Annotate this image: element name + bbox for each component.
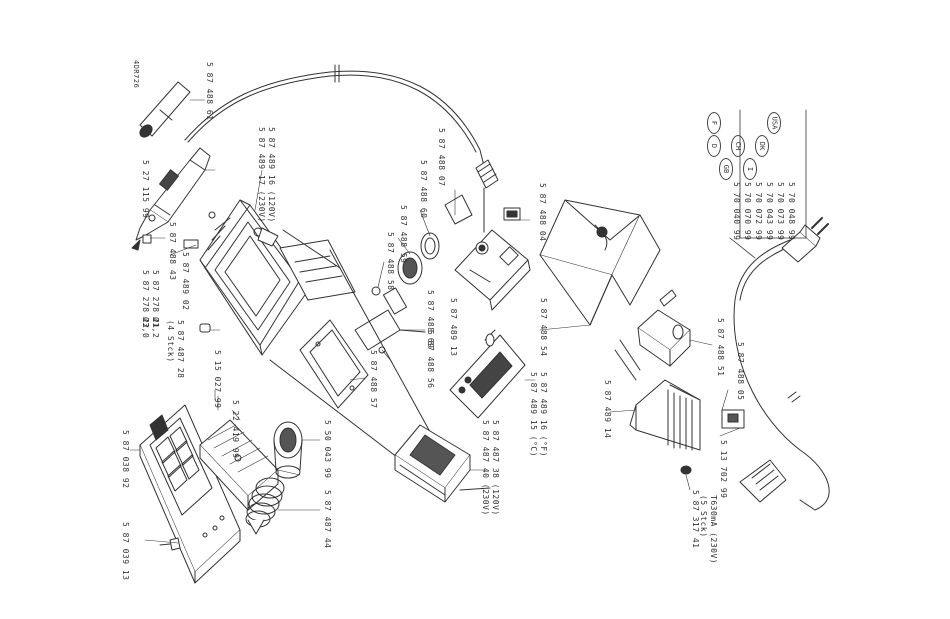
label-tip-stand: 5 15 027 99	[213, 350, 222, 409]
label-fuse-insert: 5 87 317 41	[691, 490, 700, 549]
label-board-f: 5 87 489 16 (°F)	[539, 372, 548, 458]
country-badge-ch: CH	[731, 135, 745, 157]
terminal-block	[629, 379, 701, 451]
power-switch	[503, 207, 521, 221]
label-tip-b-size: Ø1,2	[151, 317, 160, 339]
label-holder-cup: 5 50 043 99	[323, 420, 332, 479]
label-sponge: 5 22 419 99	[231, 400, 240, 459]
country-badge-gb: GB	[719, 158, 733, 180]
drawing-id: 4DR726	[132, 60, 140, 89]
holder-cup	[273, 421, 303, 479]
label-screw: 5 87 488 69	[426, 290, 435, 349]
label-fuse-rating: T630mA (230V)	[709, 495, 718, 565]
appliance-connector	[739, 459, 787, 503]
cable-grommet	[475, 159, 499, 189]
country-badge-i: I	[743, 158, 757, 180]
cleaning-sponge	[199, 419, 279, 511]
label-soldering-iron: 5 27 115 99	[141, 160, 150, 219]
label-tip-a: 5 87 488 43	[168, 222, 177, 281]
cord-number-i: 5 70 043 99	[765, 182, 774, 241]
knob-small	[420, 232, 440, 260]
power-cord	[733, 239, 830, 511]
label-connector: 5 87 489 02	[181, 252, 190, 311]
label-bottom-plate: 5 87 488 57	[369, 350, 378, 409]
label-spring: 5 87 487 44	[323, 490, 332, 549]
circuit-board	[449, 329, 526, 419]
label-feet-qty: (4 Stck)	[166, 320, 175, 363]
cord-number-d: 5 70 040 99	[732, 182, 741, 241]
country-badge-f: F	[707, 112, 721, 134]
country-badge-d: D	[707, 135, 721, 157]
shield-plate	[279, 239, 356, 301]
country-badge-dk: DK	[755, 135, 769, 157]
soldering-iron	[135, 147, 211, 241]
label-transformer-120v: 5 87 487 38 (120V)	[491, 420, 500, 516]
label-knob-cap: 5 87 488 60	[419, 160, 428, 219]
label-tip-c-size: Ø3,0	[141, 317, 150, 339]
label-socket: 5 87 488 51	[716, 318, 725, 377]
label-stand-base: 5 87 038 92	[121, 430, 130, 489]
cord-number-ch: 5 70 072 99	[754, 182, 763, 241]
label-sticker	[444, 194, 473, 225]
cord-number-gb: 5 70 070 99	[743, 182, 752, 241]
label-switch: 5 87 488 04	[538, 183, 547, 242]
cord-number-usa: 5 70 048 99	[787, 182, 796, 241]
label-transformer-230v: 5 87 487 40 (230V)	[481, 420, 490, 516]
label-terminal-block: 5 87 489 14	[603, 380, 612, 439]
label-knob-small: 5 87 488 59	[399, 205, 408, 264]
label-knob-large: 5 87 488 58	[386, 232, 395, 291]
base-housing	[199, 199, 311, 356]
front-panel	[454, 229, 531, 311]
label-board-c: 5 87 489 15 (°C)	[529, 372, 538, 458]
label-base-230v: 5 87 489 17 (230V)	[257, 127, 266, 223]
knob-large	[397, 251, 423, 285]
label-base-120v: 5 87 489 16 (120V)	[267, 127, 276, 223]
label-fuse-qty: (5 Stck)	[699, 495, 708, 538]
label-cover: 5 87 488 54	[539, 298, 548, 357]
label-feet: 5 87 487 28	[176, 320, 185, 379]
cover-housing	[539, 199, 661, 326]
label-front-panel: 5 87 489 13	[449, 298, 458, 357]
transformer	[394, 424, 471, 503]
bottom-plate	[299, 319, 369, 409]
country-table-frame	[729, 109, 807, 259]
label-grommet: 5 87 488 07	[437, 128, 446, 187]
label-iron-sleeve: 5 87 488 61	[205, 62, 214, 121]
iron-cable	[184, 70, 486, 171]
label-fuse-holder: 5 87 488 05	[736, 342, 745, 401]
tip-stand-base	[139, 404, 241, 584]
euro-plug	[781, 217, 829, 263]
fuse-holder	[721, 409, 745, 429]
holder-spring	[245, 477, 285, 535]
socket-module	[637, 309, 691, 367]
label-stand-screw: 5 87 039 13	[121, 522, 130, 581]
country-badge-usa: USA	[767, 112, 781, 134]
label-fuse: 5 13 702 99	[719, 440, 728, 499]
cord-number-dk: 5 70 073 99	[776, 182, 785, 241]
iron-sleeve	[139, 81, 191, 138]
